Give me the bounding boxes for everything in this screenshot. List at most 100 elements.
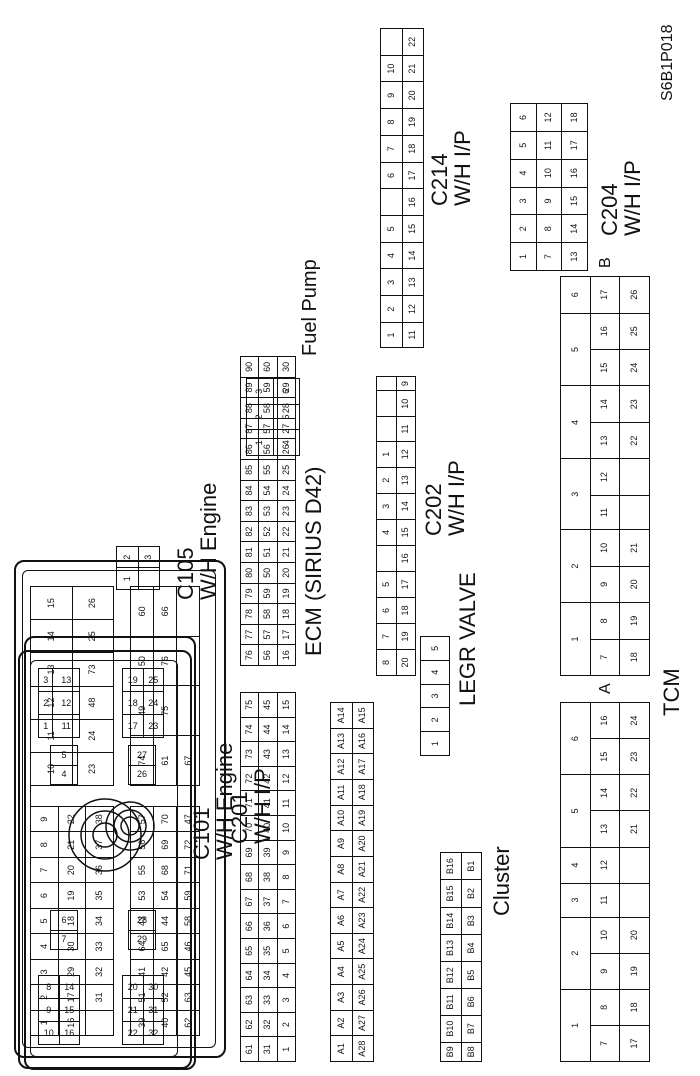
c214-pin: 1	[380, 322, 402, 348]
ecm-pin: 35	[258, 938, 278, 964]
ecm-pin: 66	[240, 913, 259, 939]
tcm-pin-blank	[619, 458, 650, 496]
ecm-pin: 21	[277, 541, 296, 563]
c101-pin: 22	[122, 1021, 144, 1045]
legr-valve-label: LEGR VALVE	[455, 572, 480, 706]
cluster-b-pin: B2	[461, 879, 482, 908]
c101-pin-group-c: 6 7	[50, 910, 78, 950]
ecm-a-pin: A24	[352, 933, 374, 959]
tcm-pin: 2	[560, 529, 591, 603]
tcm-pin-blank	[619, 495, 650, 530]
tcm-pin: 20	[619, 566, 650, 603]
c202-title: C202	[421, 483, 446, 536]
c214-pin-blank	[380, 188, 402, 216]
tcm-connector: 1 2 3 4 5 6 7 8 9 10 11 12 13 14 15 16 1…	[560, 276, 650, 676]
ecm-a-pin: A23	[352, 907, 374, 934]
ecm-pin: 8	[277, 864, 296, 890]
ecm-pin: 10	[277, 815, 296, 841]
c202-pin: 16	[396, 545, 416, 572]
fuel-pump-label: Fuel Pump	[299, 259, 321, 356]
c204-pin: 16	[561, 159, 588, 188]
cluster-b-pin: B8	[461, 1042, 482, 1062]
ecm-pin: 27	[277, 418, 296, 439]
ecm-pin: 85	[240, 459, 259, 481]
c101-pin: 20	[122, 975, 144, 999]
c214-pin: 17	[402, 162, 424, 189]
ecm-a-pin: A10	[330, 805, 352, 831]
c214-pin: 11	[402, 322, 424, 348]
cluster-b-pin: B11	[440, 988, 461, 1016]
c105-pin: 1	[116, 568, 138, 590]
ecm-pin: 30	[277, 356, 296, 378]
c202-connector: 8 7 6 5 4 3 2 1 20 19 18 17 16 15 14 13	[376, 376, 416, 676]
ecm-a-pin: A28	[352, 1035, 374, 1062]
ecm-a-pin: A13	[330, 728, 352, 754]
tcm-pin: 26	[619, 276, 650, 314]
c202-pin: 20	[396, 649, 416, 676]
c101-pin: 10	[38, 1021, 60, 1045]
document-code: S6B1P018	[659, 24, 676, 101]
c101-pin: 31	[142, 998, 164, 1022]
ecm-pin: 17	[277, 624, 296, 645]
c101-pin: 18	[122, 691, 144, 715]
tcm-pin: 7	[590, 639, 620, 676]
c101-pin: 28	[128, 910, 156, 931]
ecm-pin: 73	[240, 741, 259, 767]
cluster-b-pin: B16	[440, 852, 461, 880]
ecm-a-pin: A14	[330, 702, 352, 729]
c204-pin: 15	[561, 187, 588, 215]
c204-pin: 8	[536, 214, 562, 243]
c204-pin: 13	[561, 242, 588, 271]
c101-pin: 14	[58, 975, 80, 999]
cluster-pin: 12	[590, 847, 620, 884]
ecm-label: ECM (SIRIUS D42)	[301, 466, 326, 656]
c101-pin: 15	[58, 998, 80, 1022]
ecm-pin: 56	[258, 644, 278, 666]
ecm-pin: 34	[258, 963, 278, 988]
c101-label: C101 W/H Engine	[189, 742, 238, 860]
cluster-pin: 13	[590, 810, 620, 848]
c202-pin-blank	[376, 545, 396, 572]
c202-pin: 18	[396, 597, 416, 624]
ecm-pin: 6	[277, 913, 296, 939]
cluster-pin: 16	[590, 702, 620, 739]
c202-pin: 3	[376, 493, 396, 520]
c204-pin: 10	[536, 159, 562, 188]
cluster-label: Cluster	[489, 846, 514, 916]
c101-pin: 7	[50, 929, 78, 950]
ecm-pin: 84	[240, 480, 259, 501]
ecm-pin: 38	[258, 864, 278, 890]
c202-pin: 7	[376, 623, 396, 650]
c101-pin: 30	[142, 975, 164, 999]
tcm-pin: 23	[619, 385, 650, 423]
ecm-a-pin: A4	[330, 958, 352, 985]
legr-pin: 3	[420, 684, 450, 708]
c202-pin: 2	[376, 467, 396, 494]
ecm-pin: 41	[258, 790, 278, 816]
ecm-pin: 40	[258, 815, 278, 841]
c105-connector: 1 2 3	[116, 546, 160, 590]
c101-pin: 26	[128, 764, 156, 785]
ecm-pin: 81	[240, 541, 259, 563]
c202-pin: 17	[396, 571, 416, 598]
ecm-a-pin: A11	[330, 779, 352, 806]
cluster-pin: 11	[590, 883, 620, 918]
cluster-pin: 3	[560, 883, 591, 918]
cluster-b-pin: B5	[461, 961, 482, 989]
ecm-pin: 12	[277, 766, 296, 791]
c101-housing-inner-outline	[30, 660, 178, 1057]
c214-pin: 6	[380, 162, 402, 189]
c214-pin: 7	[380, 135, 402, 163]
c101-subtitle: W/H Engine	[212, 742, 238, 860]
c101-pin: 23	[142, 714, 164, 738]
c101-pin: 27	[128, 745, 156, 766]
c214-pin: 5	[380, 215, 402, 243]
tcm-pin: 14	[590, 385, 620, 423]
tcm-pin: 15	[590, 349, 620, 386]
ecm-pin: 33	[258, 987, 278, 1013]
c214-pin: 9	[380, 81, 402, 109]
ecm-pin: 39	[258, 840, 278, 865]
c202-pin: 4	[376, 519, 396, 546]
ecm-pin: 59	[258, 377, 278, 398]
ecm-pin: 1	[277, 1036, 296, 1062]
